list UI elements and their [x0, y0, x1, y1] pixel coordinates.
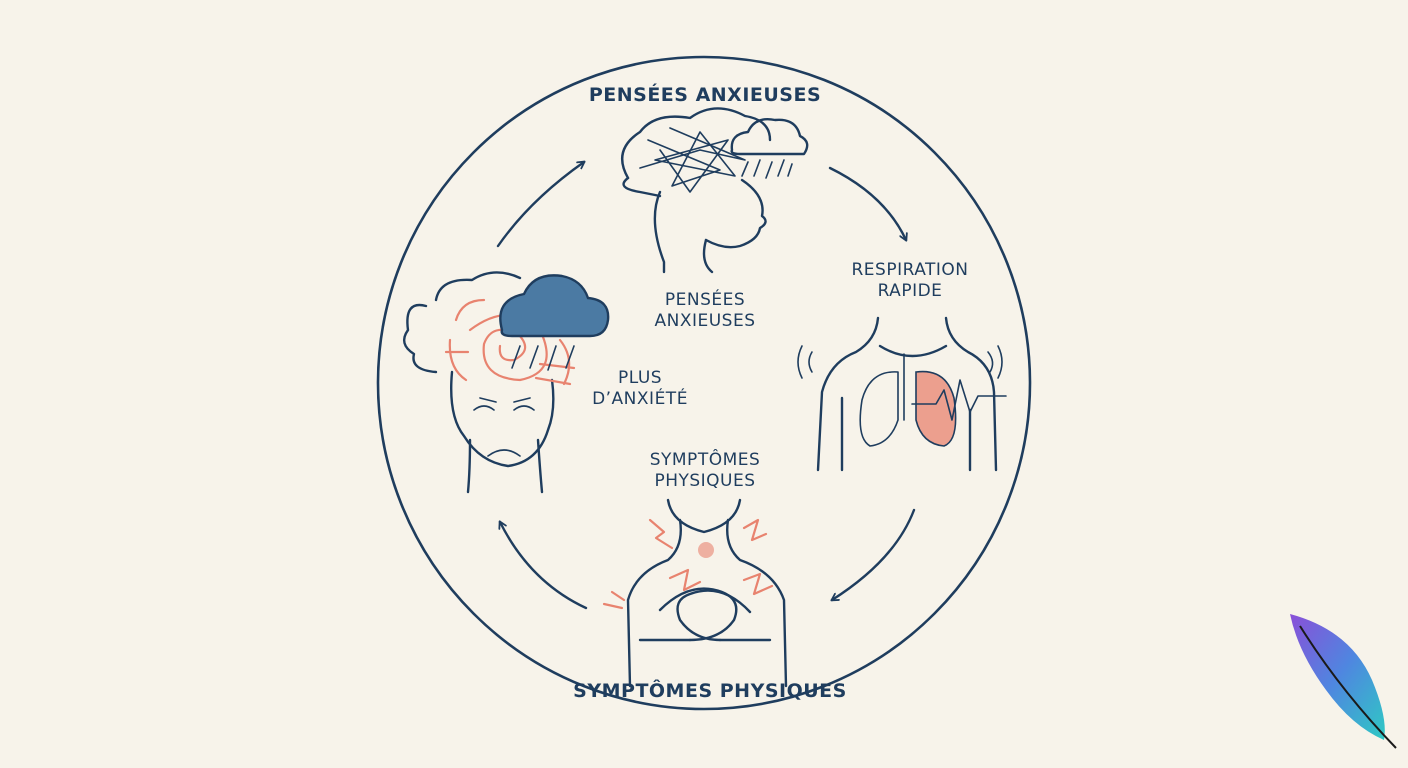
stage-label-anxiety: Plus d’anxiété	[560, 368, 720, 409]
head-tangled-thoughts-icon	[620, 107, 809, 274]
arrow-to-symptoms	[832, 508, 916, 600]
arrow-to-anxiety	[500, 522, 588, 610]
ring-label-bottom: Symptômes physiques	[573, 680, 847, 702]
arrow-to-breathing	[828, 166, 906, 240]
stage-label-line: Symptômes	[649, 450, 761, 470]
stage-label-symptoms: Symptômes physiques	[595, 450, 815, 491]
cycle-arrows	[496, 162, 916, 610]
stage-label-line: physiques	[654, 470, 756, 491]
stage-label-line: Respiration	[851, 260, 969, 280]
chest-pain-hands-icon	[602, 498, 788, 688]
stage-label-thoughts: Pensées anxieuses	[600, 290, 810, 331]
torso-lungs-heartbeat-icon	[797, 316, 1007, 472]
worried-face-storm-icon	[402, 271, 610, 494]
cycle-ring	[376, 55, 1032, 711]
stage-label-line: anxieuses	[654, 310, 756, 331]
ring-label-top: Pensées anxieuses	[588, 84, 822, 106]
stage-label-line: Plus	[617, 368, 663, 388]
stage-label-line: Pensées	[664, 290, 746, 310]
stage-label-line: d’anxiété	[592, 388, 688, 409]
feather-icon	[1290, 614, 1397, 749]
stage-label-breathing: Respiration rapide	[800, 260, 1020, 301]
arrow-to-thoughts	[496, 162, 584, 248]
stage-label-line: rapide	[877, 280, 943, 301]
